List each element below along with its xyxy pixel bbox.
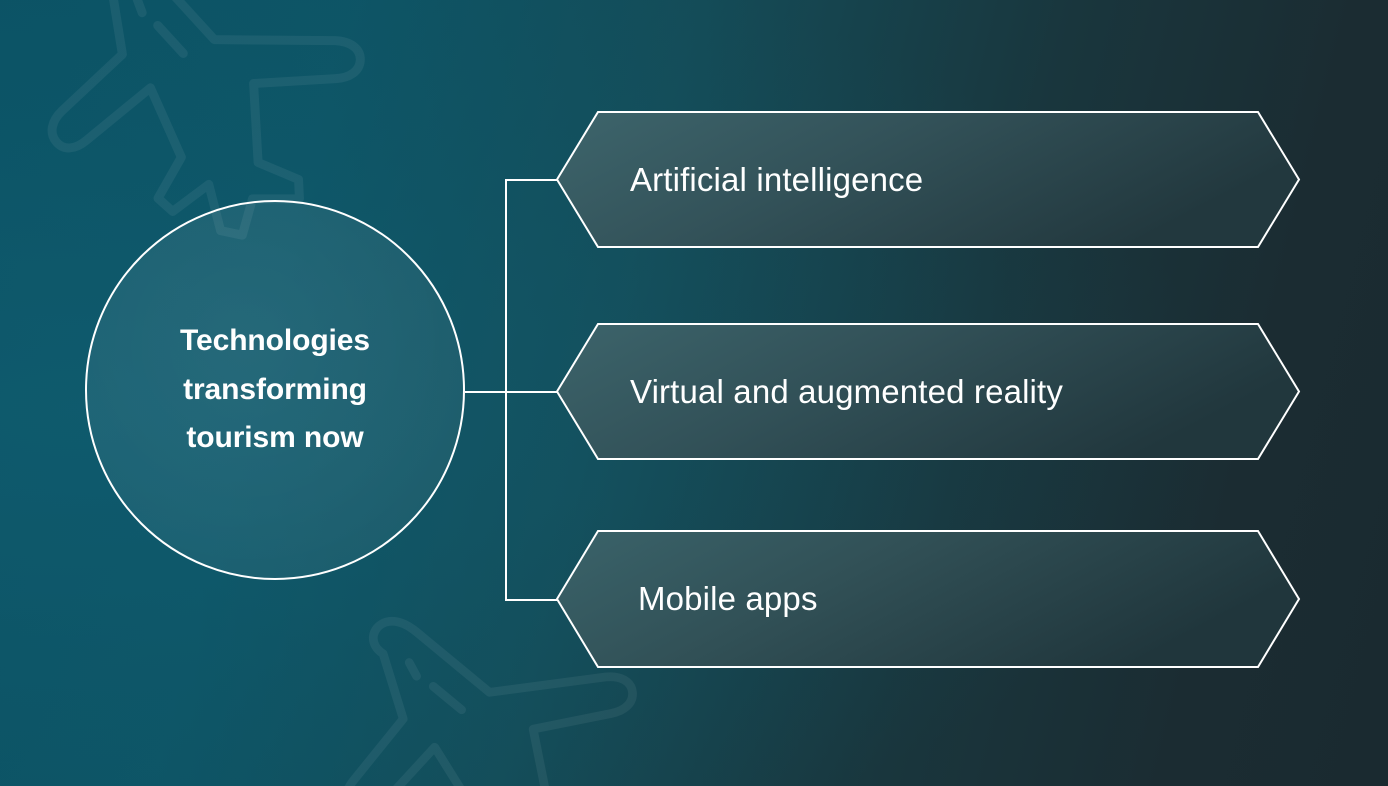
hub-title-line-2: transforming bbox=[183, 372, 367, 406]
chevron-item-2[interactable]: Virtual and augmented reality bbox=[556, 323, 1300, 460]
hub-circle[interactable]: Technologies transforming tourism now bbox=[85, 200, 465, 580]
chevron-label-2: Virtual and augmented reality bbox=[630, 372, 1064, 410]
hub-title-line-1: Technologies bbox=[180, 323, 370, 357]
chevron-item-3[interactable]: Mobile apps bbox=[556, 530, 1300, 668]
chevron-label-1: Artificial intelligence bbox=[630, 160, 924, 198]
connector-branch-1 bbox=[505, 179, 560, 181]
hub-title: Technologies transforming tourism now bbox=[125, 317, 425, 464]
chevron-label-3: Mobile apps bbox=[638, 580, 818, 617]
connector-spine bbox=[505, 180, 507, 601]
connector-branch-2 bbox=[505, 391, 560, 393]
connector-branch-3 bbox=[505, 599, 560, 601]
chevron-item-1[interactable]: Artificial intelligence bbox=[556, 111, 1300, 248]
connector-hub-stub bbox=[465, 391, 507, 393]
hub-title-line-3: tourism now bbox=[186, 421, 364, 455]
